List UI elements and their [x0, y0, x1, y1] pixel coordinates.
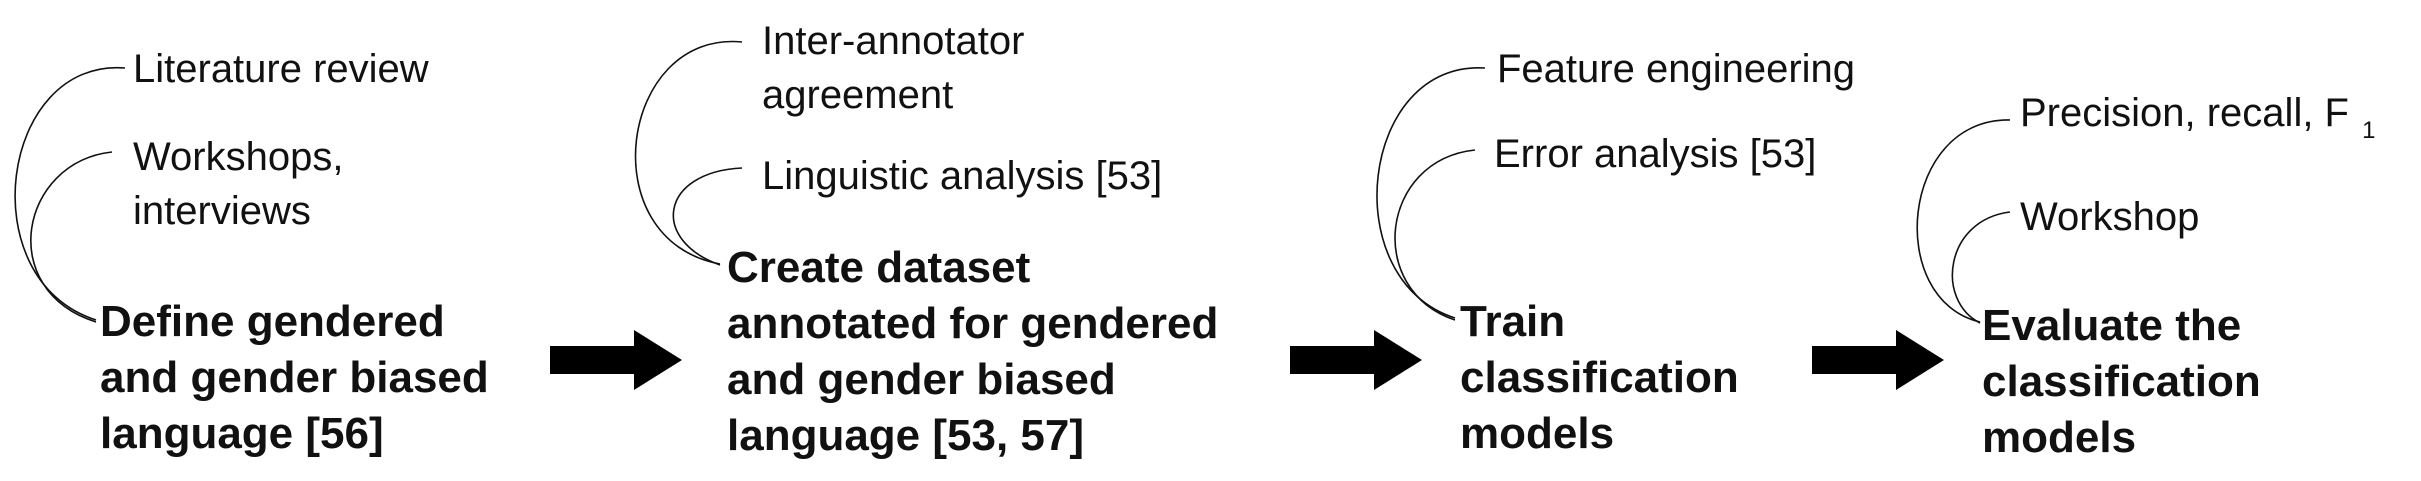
connector-curve	[1916, 119, 2011, 323]
method-label: Inter-annotator agreement	[762, 19, 1036, 117]
connector-curve	[634, 40, 743, 265]
method-label: Workshop	[2020, 195, 2199, 239]
stage-define: Literature review Workshops, interviews …	[14, 47, 501, 458]
connector-curve	[30, 151, 113, 323]
method-label: Workshops, interviews	[133, 135, 355, 233]
stage-create-dataset: Inter-annotator agreement Linguistic ana…	[634, 19, 1231, 460]
stage-title: Create dataset annotated for gendered an…	[727, 243, 1231, 460]
stage-title: Evaluate the classification models	[1982, 301, 2273, 462]
connector-curve	[14, 67, 126, 321]
stage-title: Define gendered and gender biased langua…	[100, 297, 501, 458]
method-label: Precision, recall, F 1	[2020, 91, 2375, 144]
stage-title: Train classification models	[1460, 297, 1751, 458]
method-label: Feature engineering	[1497, 47, 1855, 91]
method-label: Linguistic analysis [53]	[762, 154, 1162, 198]
method-label: Error analysis [53]	[1494, 132, 1816, 176]
stage-train: Feature engineering Error analysis [53] …	[1376, 47, 1855, 458]
connector-curve	[672, 167, 743, 266]
method-label: Literature review	[133, 47, 429, 91]
flow-arrow	[1812, 330, 1944, 390]
flow-arrow	[1290, 330, 1422, 390]
connector-curve	[1394, 149, 1476, 321]
connector-curve	[1951, 211, 2011, 324]
connector-curve	[1376, 67, 1486, 319]
stage-evaluate: Precision, recall, F 1 Workshop Evaluate…	[1916, 91, 2375, 462]
flow-arrow	[550, 330, 682, 390]
